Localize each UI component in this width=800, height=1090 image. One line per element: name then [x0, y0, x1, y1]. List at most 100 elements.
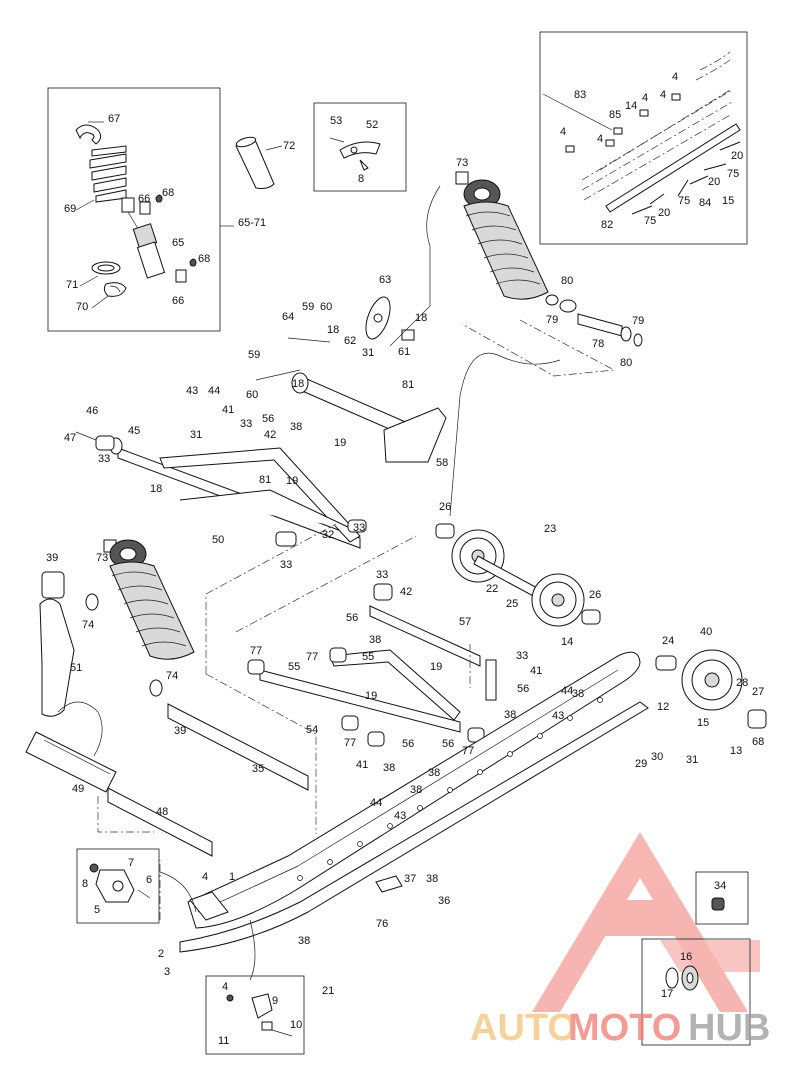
part-callout-label: 15 [722, 195, 734, 207]
rear-arm-upper [255, 296, 447, 463]
part-callout-label: 33 [280, 559, 292, 571]
part-callout-label: 69 [64, 203, 76, 215]
part-callout-label: 18 [292, 378, 304, 390]
part-callout-label: 38 [572, 688, 584, 700]
part-callout-label: 32 [322, 529, 334, 541]
part-callout-label: 57 [459, 616, 471, 628]
part-callout-label: 60 [320, 301, 332, 313]
inset-plug-34-box [695, 871, 749, 925]
part-callout-label: 35 [252, 763, 264, 775]
part-callout-label: 39 [46, 552, 58, 564]
part-callout-label: 21 [322, 985, 334, 997]
part-callout-label: 68 [752, 736, 764, 748]
part-callout-label: 77 [344, 737, 356, 749]
part-callout-label: 22 [486, 583, 498, 595]
rear-shock-absorber [455, 171, 643, 347]
inset-bearing-16-box [641, 938, 751, 1046]
part-callout-label: 25 [506, 598, 518, 610]
part-callout-label: 38 [504, 709, 516, 721]
part-callout-label: 74 [166, 670, 178, 682]
part-callout-label: 4 [597, 133, 603, 145]
part-callout-label: 26 [589, 589, 601, 601]
part-callout-label: 24 [662, 635, 674, 647]
part-callout-label: 29 [635, 758, 647, 770]
part-callout-label: 77 [462, 745, 474, 757]
part-callout-label: 56 [262, 413, 274, 425]
part-callout-label: 33 [353, 522, 365, 534]
part-callout-label: 55 [288, 661, 300, 673]
part-callout-label: 18 [150, 483, 162, 495]
part-callout-label: 41 [222, 404, 234, 416]
part-callout-label: 33 [376, 569, 388, 581]
part-callout-label: 81 [259, 474, 271, 486]
part-callout-label: 66 [172, 295, 184, 307]
part-callout-label: 48 [156, 806, 168, 818]
part-callout-label: 28 [736, 677, 748, 689]
part-callout-label: 56 [517, 683, 529, 695]
part-callout-label: 26 [439, 501, 451, 513]
part-callout-label: 34 [714, 880, 726, 892]
part-callout-label: 84 [699, 197, 711, 209]
part-callout-label: 63 [379, 274, 391, 286]
watermark-logo [532, 832, 760, 1012]
part-callout-label: 38 [426, 873, 438, 885]
part-callout-label: 17 [661, 988, 673, 1000]
part-callout-label: 50 [212, 534, 224, 546]
inset-rail-slider-box [539, 31, 748, 245]
part-callout-label: 56 [402, 738, 414, 750]
part-callout-label: 31 [190, 429, 202, 441]
part-callout-label: 46 [86, 405, 98, 417]
watermark-word-moto: MOTO [568, 1007, 681, 1049]
part-callout-label: 85 [609, 109, 621, 121]
part-callout-label: 10 [290, 1019, 302, 1031]
part-callout-label: 56 [442, 738, 454, 750]
part-callout-label: 33 [516, 650, 528, 662]
part-callout-label: 27 [752, 686, 764, 698]
middle-arm-assembly [247, 583, 497, 747]
part-callout-label: 79 [546, 314, 558, 326]
part-callout-label: 66 [138, 193, 150, 205]
part-callout-label: 6 [146, 874, 152, 886]
part-callout-label: 83 [574, 89, 586, 101]
watermark-text: AUTO MOTO HUB [470, 1007, 770, 1049]
part-callout-label: 47 [64, 432, 76, 444]
part-callout-label: 73 [456, 157, 468, 169]
part-callout-label: 7 [128, 857, 134, 869]
part-callout-label: 38 [290, 421, 302, 433]
part-callout-label: 74 [82, 619, 94, 631]
part-callout-label: 13 [730, 745, 742, 757]
front-link-51 [39, 571, 99, 717]
part-callout-label: 44 [370, 797, 382, 809]
part-callout-label: 41 [356, 759, 368, 771]
part-callout-label: 64 [282, 311, 294, 323]
part-callout-label: 4 [672, 71, 678, 83]
part-callout-label: 42 [264, 429, 276, 441]
part-callout-label: 3 [164, 966, 170, 978]
part-callout-label: 19 [430, 661, 442, 673]
part-callout-label: 14 [625, 100, 637, 112]
part-callout-label: 81 [402, 379, 414, 391]
part-callout-label: 68 [162, 187, 174, 199]
shafts [25, 679, 309, 857]
part-callout-label: 9 [272, 995, 278, 1007]
part-callout-label: 38 [410, 784, 422, 796]
part-callout-label: 77 [306, 651, 318, 663]
part-callout-label: 56 [346, 612, 358, 624]
part-callout-label: 2 [158, 948, 164, 960]
front-arm-assembly [75, 431, 367, 549]
part-callout-label: 38 [369, 634, 381, 646]
part-callout-label: 42 [400, 586, 412, 598]
rail-holes [297, 697, 603, 881]
part-callout-label: 65 [172, 237, 184, 249]
part-callout-label: 60 [246, 389, 258, 401]
damper-65 [121, 197, 166, 279]
part-callout-label: 20 [708, 176, 720, 188]
inset-sleeve-72 [235, 136, 283, 189]
part-callout-label: 67 [108, 113, 120, 125]
part-callout-label: 31 [362, 347, 374, 359]
part-callout-label: 54 [306, 724, 318, 736]
watermark-word-hub: HUB [688, 1007, 770, 1049]
part-callout-label: 37 [404, 873, 416, 885]
part-callout-label: 23 [544, 523, 556, 535]
